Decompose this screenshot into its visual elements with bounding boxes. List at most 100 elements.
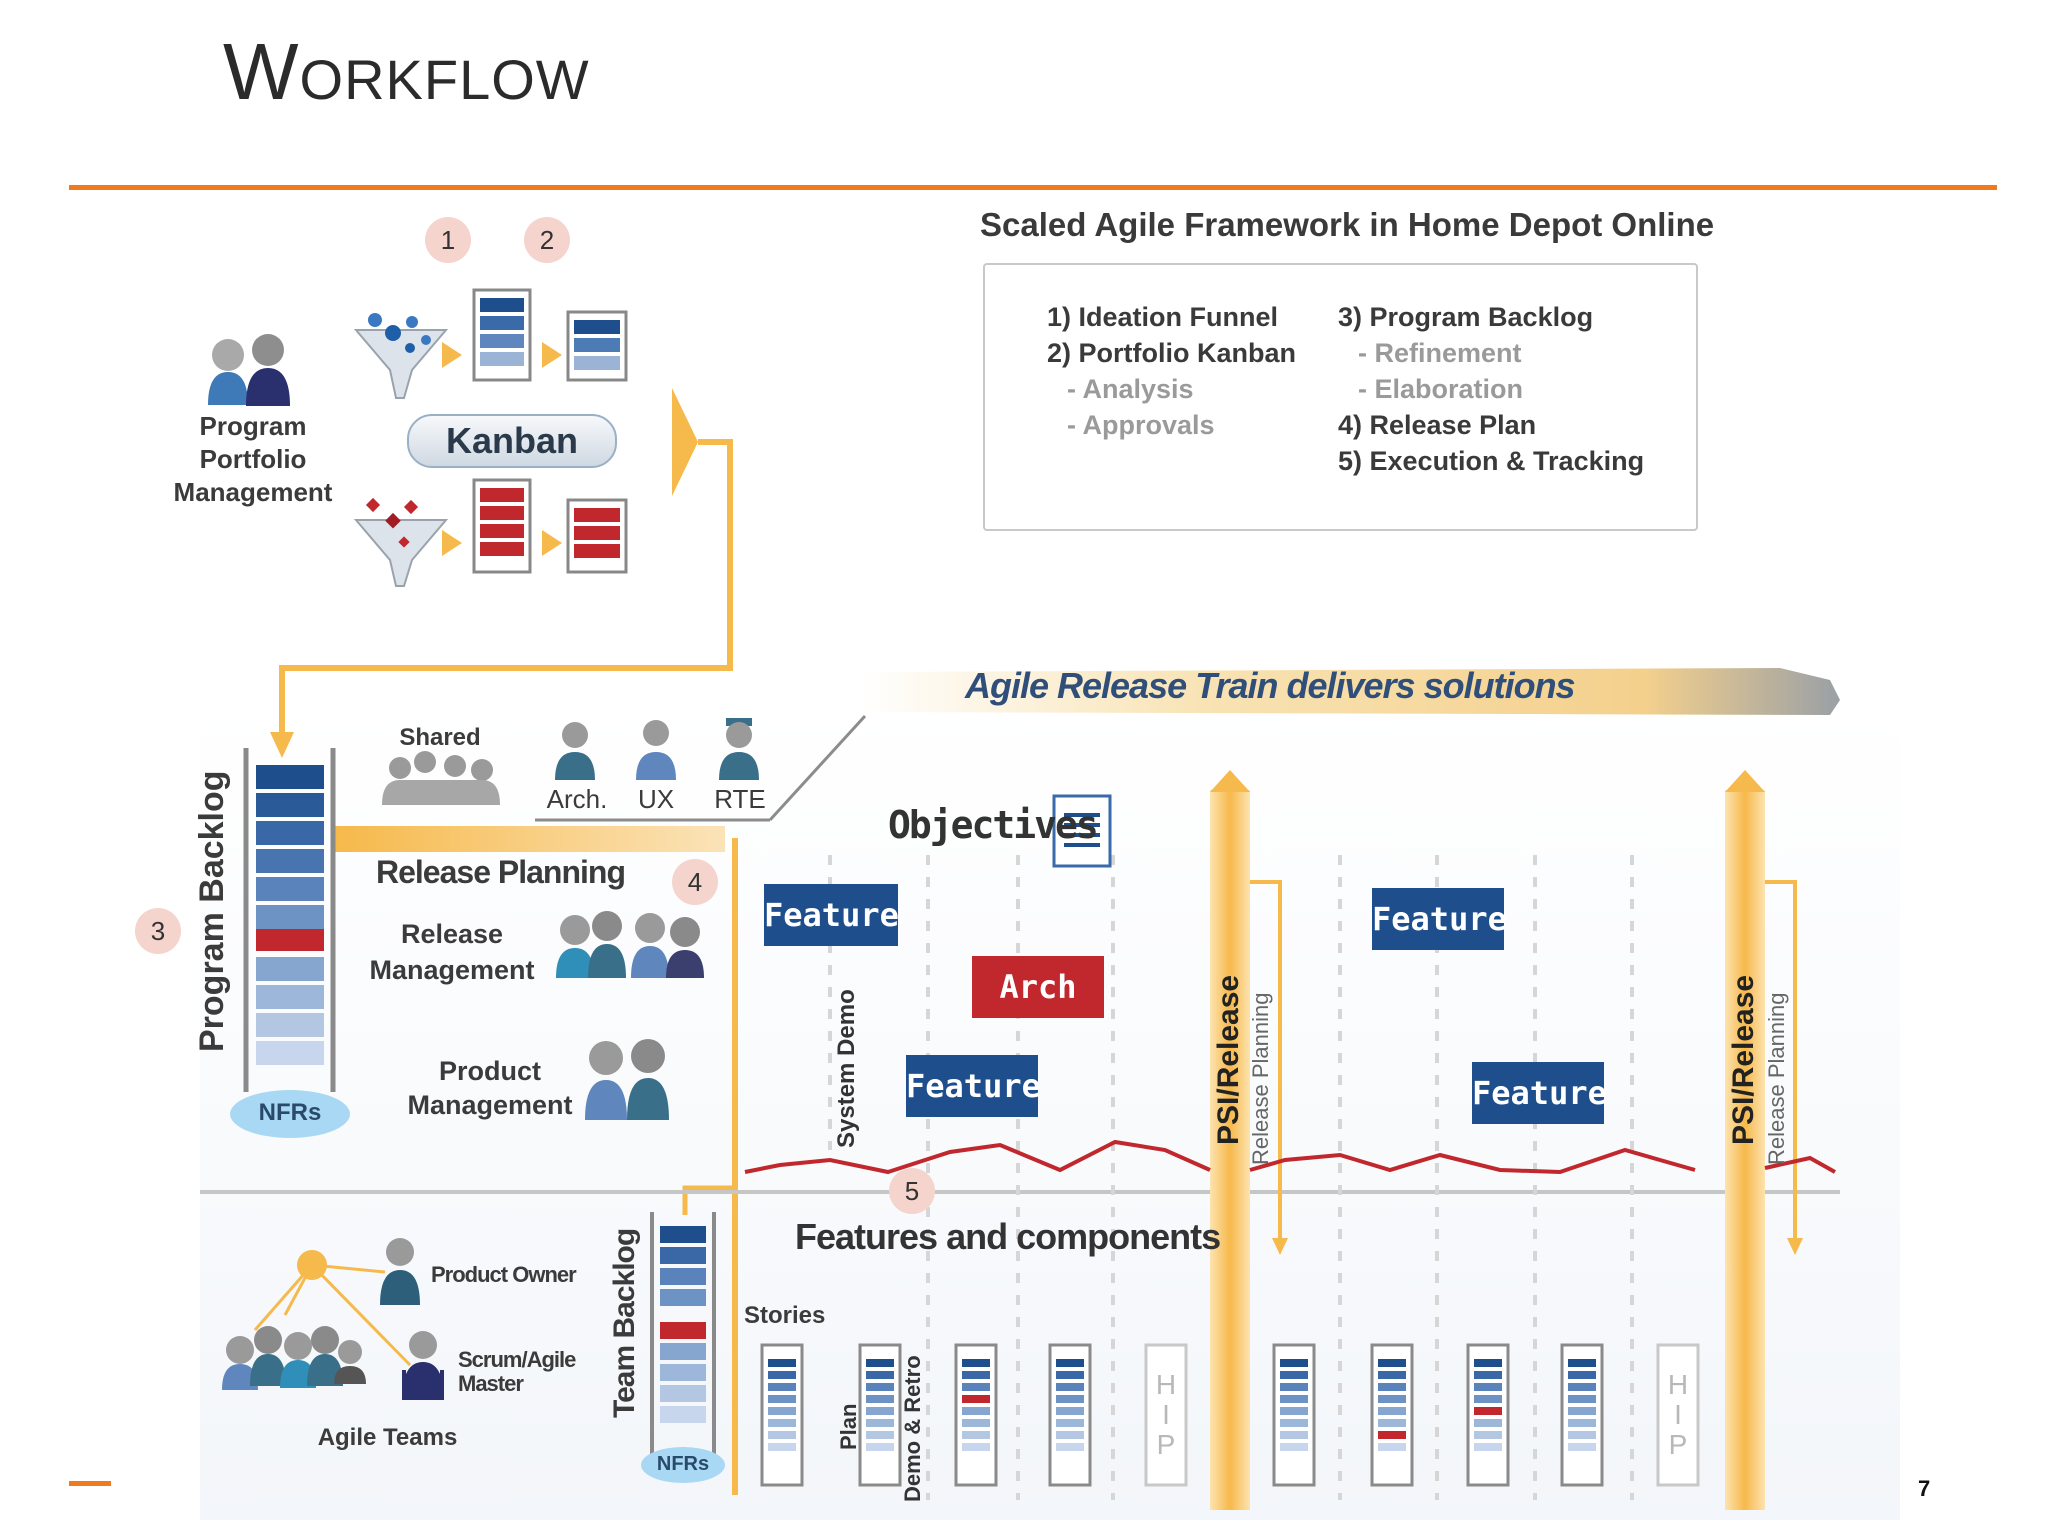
feature-box: Feature [764,884,899,946]
legend-item: - Approvals [1067,410,1215,440]
ux-person-icon [636,720,676,780]
program-backlog-stack [243,748,336,1092]
team-backlog-stack [650,1212,716,1460]
legend-item: - Refinement [1358,338,1522,368]
marker-3: 3 [135,908,181,954]
rte-role-label: RTE [714,784,766,814]
release-planning-vertical-2: Release Planning [1764,992,1789,1165]
framework-title: Scaled Agile Framework in Home Depot Onl… [980,206,1715,243]
product-owner-icon [380,1238,420,1305]
team-backlog-label: Team Backlog [608,1228,641,1418]
funnel-blue-icon [353,313,449,399]
feature-box: Feature [1372,888,1507,950]
program-backlog-label: Program Backlog [193,770,231,1052]
legend-right-column: 3) Program Backlog - Refinement - Elabor… [1338,299,1644,479]
release-planning-arrow [335,826,725,852]
kanban-stack-red-1 [472,478,532,574]
velocity-line-2 [1249,1147,1696,1175]
legend-item: - Analysis [1067,374,1194,404]
kanban-stack-blue-1 [472,288,532,382]
portfolio-flow-arrowhead [270,732,294,758]
portfolio-exit-arrow [672,388,698,496]
portfolio-flow-line [279,439,733,735]
psi-release-arrow-2 [1725,790,1765,1510]
legend-item: 4) Release Plan [1338,410,1537,440]
portfolio-people-icon [208,334,290,406]
marker-2: 2 [524,217,570,263]
header-divider [69,185,1997,190]
release-planning-line-2 [1765,880,1797,1240]
agile-teams-label: Agile Teams [317,1424,458,1451]
team-backlog-feed-line [682,1185,735,1215]
psi-release-arrowhead-2 [1725,770,1765,792]
marker-5: 5 [889,1168,935,1214]
legend-item: 2) Portfolio Kanban [1047,338,1296,368]
legend-item: 1) Ideation Funnel [1047,302,1279,332]
feature-box: Feature [906,1055,1041,1117]
program-nfrs-oval [230,1090,350,1138]
release-train-banner [860,668,1840,715]
legend-item: 3) Program Backlog [1338,302,1594,332]
footer-accent [69,1481,111,1486]
release-planning-line-1 [1250,880,1282,1240]
rte-person-icon [719,718,759,780]
kanban-stack-blue-2 [566,310,628,382]
page-number: 7 [1918,1476,1931,1501]
feature-box: Feature [1472,1062,1607,1124]
kanban-label: Kanban [407,414,617,468]
stories-label: Stories [744,1302,826,1329]
agile-teams-people-icon [222,1326,366,1390]
train-connector-line [768,714,867,822]
release-planning-arrowhead-1 [1272,1238,1288,1255]
system-demo-label: System Demo [833,989,860,1148]
ux-role-label: UX [637,784,675,814]
release-management-label: Release Management [369,919,535,985]
arch-person-icon [555,722,595,780]
product-owner-label: Product Owner [431,1262,577,1287]
velocity-line-1 [744,1139,1211,1175]
psi-release-label-1: PSI/Release [1212,974,1245,1145]
funnel-arrow-red-1 [442,530,462,556]
features-and-components-label: Features and components [795,1216,1221,1257]
team-nfrs-oval [641,1447,725,1483]
legend-left-column: 1) Ideation Funnel 2) Portfolio Kanban -… [1047,299,1296,443]
program-nfrs-label: NFRs [258,1099,322,1126]
legend-item: 5) Execution & Tracking [1338,446,1645,476]
release-planning-label: Release Planning [376,854,626,890]
funnel-arrow-red-2 [542,530,562,556]
demo-retro-label: Demo & Retro [900,1355,925,1502]
legend-box: 1) Ideation Funnel 2) Portfolio Kanban -… [983,263,1698,531]
marker-4: 4 [672,859,718,905]
arch-box: Arch [972,956,1104,1018]
psi-release-label-2: PSI/Release [1727,974,1760,1145]
shared-people-icon [382,751,500,805]
release-planning-vertical-1: Release Planning [1248,992,1273,1165]
legend-item: - Elaboration [1358,374,1524,404]
plan-label: Plan [836,1403,861,1450]
release-planning-arrowhead-2 [1787,1238,1803,1255]
team-nfrs-label: NFRs [656,1453,710,1475]
scrum-master-icon [402,1331,444,1400]
story-stacks [760,1343,1700,1487]
funnel-arrow-blue-2 [542,342,562,368]
agile-team-network-icon [253,1250,412,1367]
product-management-people-icon [585,1039,669,1120]
program-portfolio-management-label: Program Portfolio Management [173,411,333,507]
psi-release-arrow-1 [1210,790,1250,1510]
shared-label: Shared [399,724,481,751]
kanban-stack-red-2 [566,498,628,574]
release-train-banner-text: Agile Release Train delivers solutions [965,665,1576,706]
objectives-document-icon [1052,794,1112,868]
psi-release-arrowhead-1 [1210,770,1250,792]
hip-label: H I P [1667,1369,1689,1460]
scrum-master-label: Scrum/Agile Master [458,1347,576,1396]
release-management-people-icon [556,911,704,978]
product-management-label: Product Management [407,1056,573,1120]
objectives-label: Objectives [888,803,1099,847]
hip-label: H I P [1155,1369,1177,1460]
velocity-line-3 [1764,1155,1836,1174]
funnel-red-icon [353,497,449,587]
funnel-arrow-blue-1 [442,342,462,368]
marker-1: 1 [425,217,471,263]
